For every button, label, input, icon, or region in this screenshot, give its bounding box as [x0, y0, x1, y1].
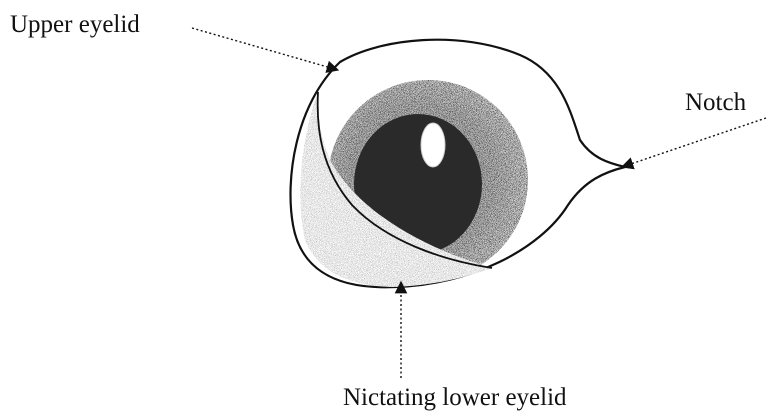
nictating-lower-eyelid-label: Nictating lower eyelid	[343, 385, 567, 410]
notch-pointer	[622, 118, 766, 167]
upper-eyelid-label: Upper eyelid	[10, 12, 140, 37]
notch-label: Notch	[685, 90, 746, 115]
pupil-highlight	[421, 123, 445, 167]
upper-eyelid-pointer	[192, 28, 338, 70]
